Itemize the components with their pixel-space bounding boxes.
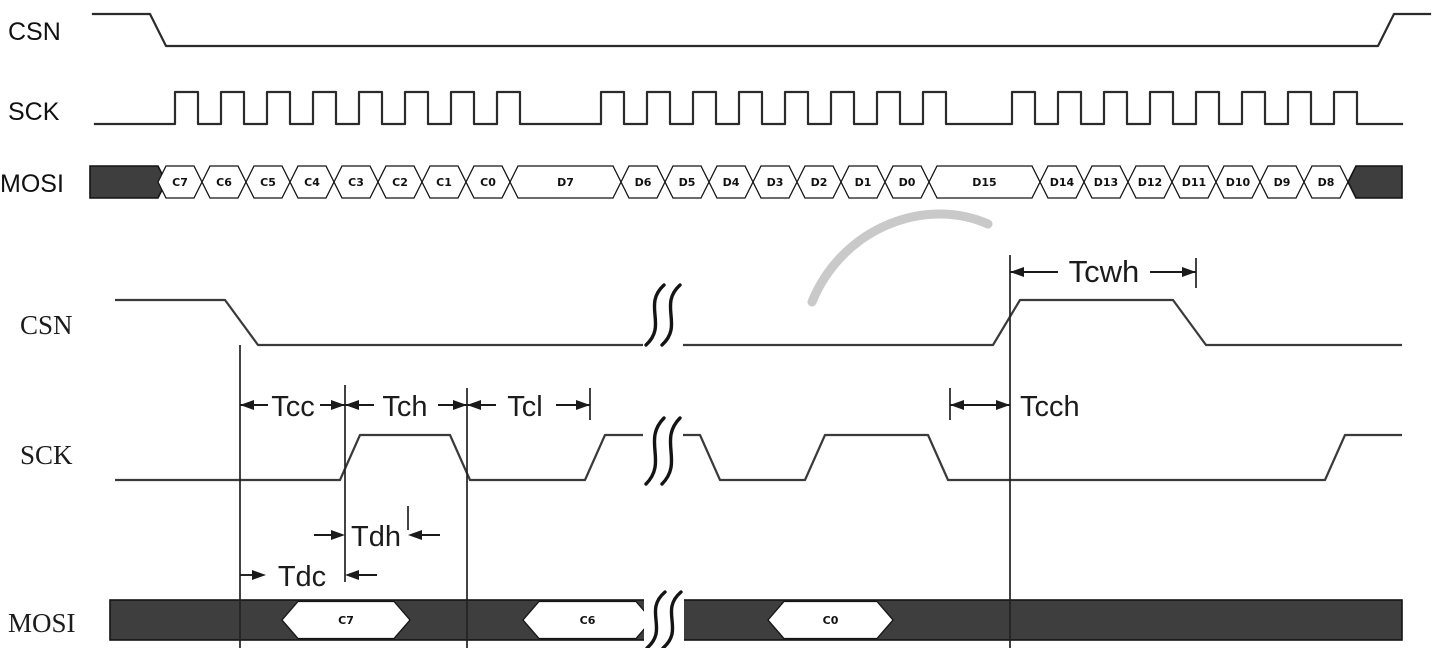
- tcl-arrow-left: [467, 400, 481, 410]
- mosi-bit-label: C2: [392, 176, 408, 189]
- mosi-bit-label: D1: [855, 176, 872, 189]
- tdc-label: Tdc: [278, 561, 326, 593]
- tcwh-arrow-right: [1182, 267, 1196, 277]
- break-squiggle: [644, 416, 666, 486]
- mosi-bit-label: D11: [1182, 176, 1206, 189]
- top-mosi-label: MOSI: [0, 170, 64, 198]
- bus-dark-lead: [89, 165, 167, 199]
- tcwh-label: Tcwh: [1069, 254, 1140, 289]
- mosi-bit-label: D6: [635, 176, 652, 189]
- top-csn-wave: [91, 12, 1432, 48]
- tdc-arrow-right: [345, 570, 359, 580]
- bottom-mosi-bus: C7 C6 C0: [109, 599, 1403, 641]
- mosi-bit-label: D13: [1094, 176, 1118, 189]
- break-squiggle: [661, 590, 683, 648]
- mosi-bit-label: D7: [557, 176, 574, 189]
- tch-label: Tch: [382, 391, 427, 423]
- mosi-data-label: C7: [338, 614, 354, 627]
- bottom-sck-label: SCK: [20, 440, 73, 470]
- mosi-bit-label: D2: [811, 176, 828, 189]
- bottom-mosi-cells: C7 C6 C0: [281, 600, 894, 640]
- mosi-bit-label: D9: [1274, 176, 1291, 189]
- mosi-bit-label: C3: [348, 176, 364, 189]
- mosi-bit-label: C7: [172, 176, 188, 189]
- bus-dark-tail: [1347, 165, 1403, 199]
- top-sck-wave: [93, 90, 1404, 126]
- tdh-label: Tdh: [351, 521, 401, 553]
- top-mosi-bus: C7 C6 C5 C4 C3 C2 C1 C0 D7 D6 D5 D4 D3 D2 D1 D0 D15 D14 D1…: [89, 165, 1403, 199]
- bottom-mosi-label: MOSI: [8, 608, 76, 638]
- dimensions: Tcwh Tcc Tch Tcl Tcch: [240, 254, 1196, 593]
- tdh-arrow-left: [331, 530, 345, 540]
- top-mosi-cells: C7 C6 C5 C4 C3 C2 C1 C0 D7 D6 D5 D4 D3 D2 D1 D0 D15 D14 D1…: [157, 165, 1349, 199]
- mosi-bit-label: D12: [1138, 176, 1162, 189]
- watermark-swoosh: [807, 209, 993, 307]
- tch-arrow-right: [453, 400, 467, 410]
- break-squiggle: [645, 590, 667, 648]
- mosi-data-cell: [767, 600, 894, 640]
- mosi-bit-label: D0: [899, 176, 916, 189]
- break-squiggle: [644, 283, 666, 347]
- mosi-bit-label: D10: [1226, 176, 1251, 189]
- tcch-arrow-right: [996, 400, 1010, 410]
- bottom-csn-label: CSN: [20, 310, 73, 340]
- top-sck-label: SCK: [8, 98, 60, 126]
- mosi-data-cell: [281, 600, 411, 640]
- mosi-bit-label: D5: [679, 176, 696, 189]
- reference-lines: [239, 255, 1197, 648]
- bottom-sck-wave: [115, 433, 1402, 482]
- tcc-arrow-left: [240, 400, 254, 410]
- mosi-bit-label: D3: [767, 176, 784, 189]
- tcwh-arrow-left: [1010, 267, 1024, 277]
- tcl-arrow-right: [576, 400, 590, 410]
- tcl-label: Tcl: [507, 391, 542, 423]
- break-squiggle: [660, 416, 682, 486]
- top-timing-diagram: CSN SCK MOSI C7 C6 C5 C4 C3 C2 C1 C0 D7 D6 D5 D4 D3 D…: [0, 12, 1432, 199]
- break-squiggle: [660, 283, 682, 347]
- mosi-bit-label: D14: [1050, 176, 1075, 189]
- tch-arrow-left: [345, 400, 359, 410]
- break-marks: [643, 280, 684, 648]
- tcch-arrow-left: [950, 400, 964, 410]
- tdh-arrow-right: [408, 530, 422, 540]
- tcc-label: Tcc: [271, 391, 315, 423]
- mosi-bit-label: D4: [723, 176, 740, 189]
- bottom-timing-diagram: C7 C6 C0 Tcwh Tcc: [8, 254, 1403, 648]
- mosi-bit-label: C5: [260, 176, 276, 189]
- tdc-arrow-left: [252, 570, 266, 580]
- top-csn-label: CSN: [8, 18, 61, 46]
- mosi-bit-label: C6: [216, 176, 232, 189]
- mosi-data-label: C0: [823, 614, 839, 627]
- break-gap: [643, 413, 683, 489]
- mosi-bit-label: C4: [304, 176, 320, 189]
- tcc-arrow-right: [331, 400, 345, 410]
- tcch-label: Tcch: [1020, 391, 1080, 423]
- mosi-bit-label: D8: [1318, 176, 1335, 189]
- mosi-bit-label: C1: [436, 176, 452, 189]
- mosi-bit-label: D15: [972, 176, 996, 189]
- mosi-bit-label: C0: [480, 176, 496, 189]
- bottom-csn-wave: [115, 298, 1402, 347]
- mosi-data-label: C6: [580, 614, 596, 627]
